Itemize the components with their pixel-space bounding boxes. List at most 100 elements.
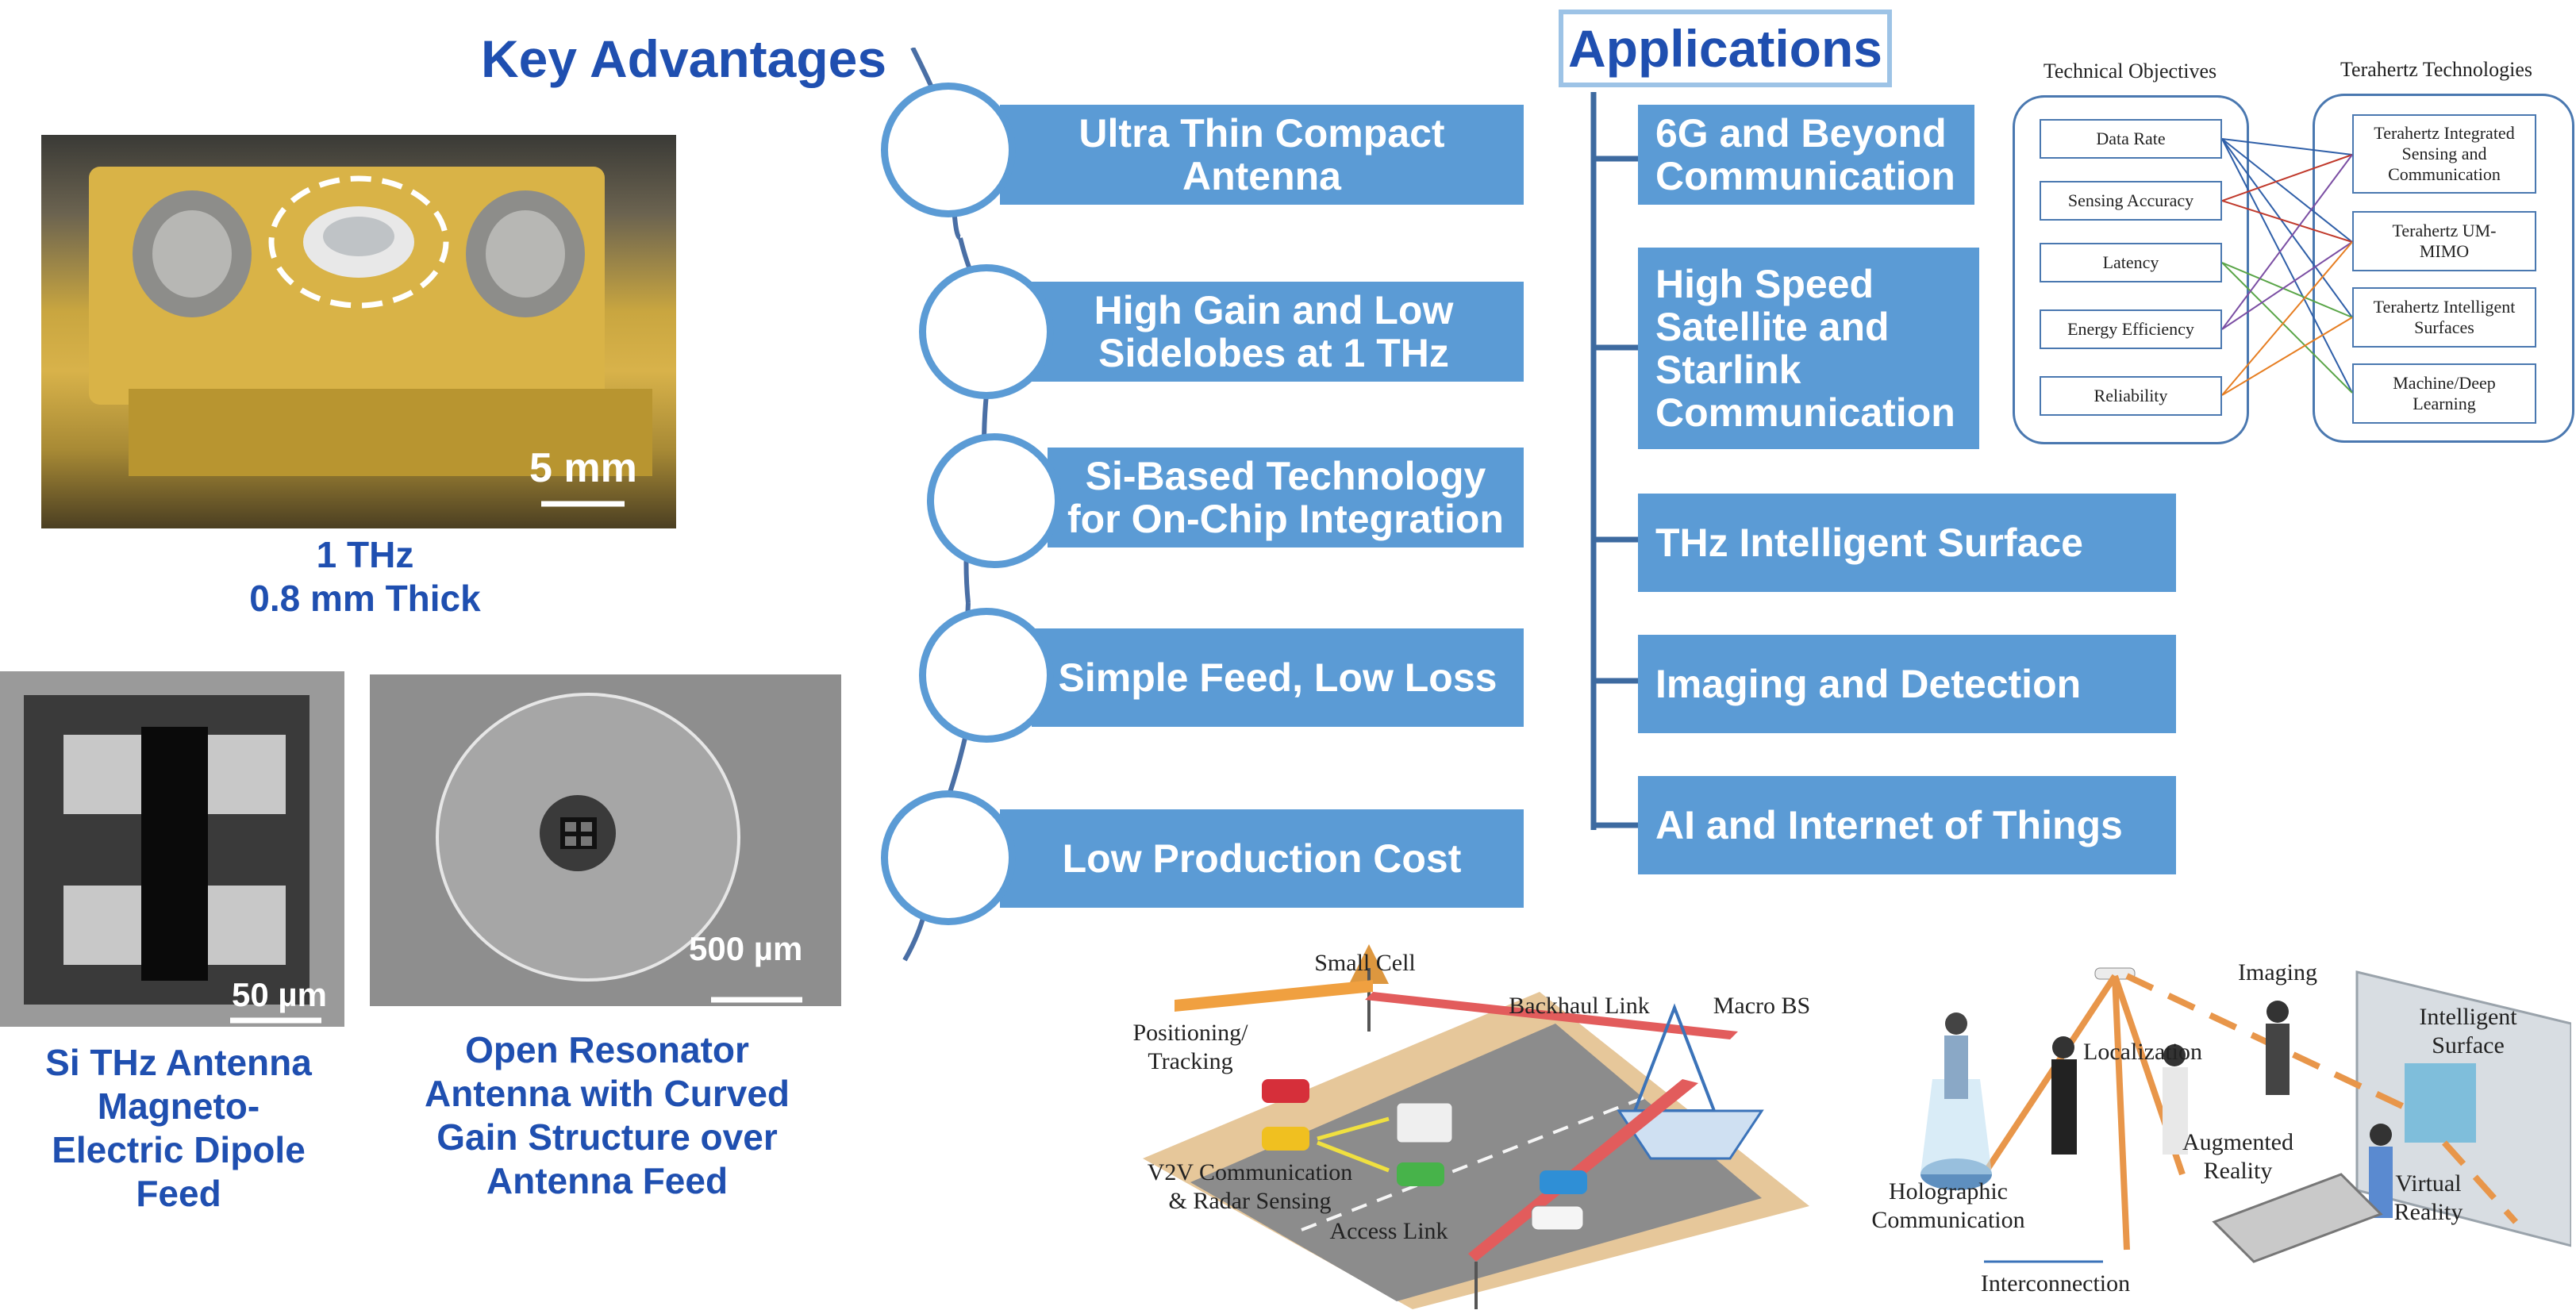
objectives-panel <box>2013 95 2249 444</box>
technology-line: Learning <box>2413 394 2476 413</box>
objective-box: Reliability <box>2040 376 2222 416</box>
application-line: High Speed <box>1655 262 1874 306</box>
advantage-bullet-circle <box>881 790 1016 925</box>
imaging-label: Imaging <box>2238 959 2317 986</box>
key-advantages-title: Key Advantages <box>481 29 887 88</box>
sem-resonator-image: 500 µm <box>370 674 841 1006</box>
technology-line: MIMO <box>2419 241 2470 261</box>
positioning-line: Positioning/ <box>1132 1020 1248 1046</box>
application-line: Imaging and Detection <box>1655 662 2082 706</box>
positioning-label: Positioning/ Tracking <box>1111 1019 1270 1076</box>
advantage-bullet-circle <box>927 433 1062 568</box>
advantage-line: Si-Based Technology <box>1085 454 1486 498</box>
augmented-line: Augmented <box>2182 1129 2293 1155</box>
scale-label: 5 mm <box>529 445 637 491</box>
advantage-item-low-cost: Low Production Cost <box>1000 809 1524 908</box>
caption-line: 0.8 mm Thick <box>249 578 481 619</box>
advantage-line: Antenna <box>1182 154 1341 198</box>
objective-box: Latency <box>2040 243 2222 282</box>
application-line: AI and Internet of Things <box>1655 803 2123 847</box>
v2v-label: V2V Communication & Radar Sensing <box>1119 1158 1381 1216</box>
caption-line: Si THz Antenna <box>45 1042 312 1083</box>
advantage-bullet-circle <box>919 608 1054 743</box>
objectives-technologies-links <box>2222 138 2353 396</box>
dipole-drawing <box>24 695 321 1024</box>
application-line: Starlink <box>1655 348 1801 392</box>
applications-tree-lines <box>1590 92 1641 830</box>
technologies-header: Terahertz Technologies <box>2340 58 2533 81</box>
augmented-line: Reality <box>2203 1158 2273 1184</box>
technology-line: Terahertz UM- <box>2392 221 2497 240</box>
v2v-line: V2V Communication <box>1147 1159 1353 1185</box>
v2v-line: & Radar Sensing <box>1168 1188 1332 1214</box>
positioning-line: Tracking <box>1148 1048 1233 1074</box>
technology-line: Sensing and <box>2401 144 2487 163</box>
application-line: Communication <box>1655 154 1955 198</box>
backhaul-link-label: Backhaul Link <box>1509 993 1650 1019</box>
objective-box: Sensing Accuracy <box>2040 181 2222 221</box>
antenna-photo: 5 mm <box>41 135 676 528</box>
technology-box: Terahertz UM-MIMO <box>2352 211 2536 271</box>
technology-line: Surfaces <box>2414 317 2474 337</box>
network-scene-illustration <box>1143 944 1809 1309</box>
applications-title: Applications <box>1567 19 1883 78</box>
surface-scene-illustration <box>1920 967 2571 1263</box>
holographic-line: Communication <box>1871 1207 2025 1233</box>
caption-line: Magneto- <box>97 1085 260 1127</box>
advantage-line: Sidelobes at 1 THz <box>1098 331 1449 375</box>
antenna-photo-caption: 1 THz 0.8 mm Thick <box>159 533 571 620</box>
application-line: THz Intelligent Surface <box>1655 521 2083 565</box>
advantage-item-simple-feed: Simple Feed, Low Loss <box>1032 628 1524 727</box>
caption-line: Gain Structure over <box>436 1116 778 1158</box>
technology-line: Machine/Deep <box>2393 373 2496 393</box>
advantage-line: High Gain and Low <box>1094 288 1454 332</box>
application-line: 6G and Beyond <box>1655 111 1947 156</box>
localization-label: Localization <box>2083 1039 2202 1065</box>
application-line: Satellite and <box>1655 305 1890 349</box>
scale-label: 50 µm <box>232 976 327 1013</box>
caption-line: 1 THz <box>316 534 414 575</box>
caption-line: Antenna with Curved <box>424 1073 790 1114</box>
caption-line: Antenna Feed <box>486 1160 729 1201</box>
advantage-line: Simple Feed, Low Loss <box>1058 655 1498 700</box>
objectives-header: Technical Objectives <box>2043 60 2217 83</box>
small-cell-label: Small Cell <box>1314 950 1416 976</box>
objective-box: Energy Efficiency <box>2040 309 2222 349</box>
resonator-drawing <box>436 693 802 1003</box>
objective-box: Data Rate <box>2040 119 2222 159</box>
intelligent-line: Surface <box>2432 1032 2505 1058</box>
technology-line: Communication <box>2388 164 2501 184</box>
sem-dipole-image: 50 µm <box>0 671 344 1027</box>
virtual-line: Reality <box>2393 1199 2463 1225</box>
holographic-label: Holographic Communication <box>1849 1178 2047 1235</box>
application-line: Communication <box>1655 390 1955 435</box>
advantage-line: Ultra Thin Compact <box>1078 111 1445 156</box>
antenna-mount-drawing <box>89 167 652 507</box>
virtual-line: Virtual <box>2395 1170 2462 1197</box>
virtual-reality-label: Virtual Reality <box>2357 1170 2500 1227</box>
macro-bs-label: Macro BS <box>1713 993 1811 1019</box>
intelligent-surface-label: Intelligent Surface <box>2397 1003 2539 1060</box>
intelligent-line: Intelligent <box>2419 1004 2517 1030</box>
advantage-bullet-circle <box>919 264 1054 399</box>
access-link-label: Access Link <box>1329 1218 1448 1244</box>
caption-line: Electric Dipole <box>52 1129 306 1170</box>
advantage-line: Low Production Cost <box>1062 836 1462 881</box>
sem-resonator-caption: Open Resonator Antenna with Curved Gain … <box>373 1028 841 1203</box>
application-item-ai-iot: AI and Internet of Things <box>1638 776 2176 874</box>
applications-title-box: Applications <box>1559 10 1892 87</box>
advantage-bullet-circle <box>881 83 1016 217</box>
technology-line: Terahertz Intelligent <box>2373 297 2516 317</box>
holographic-line: Holographic <box>1889 1178 2008 1204</box>
augmented-reality-label: Augmented Reality <box>2159 1128 2317 1185</box>
caption-line: Open Resonator <box>465 1029 749 1070</box>
interconnection-label: Interconnection <box>1980 1270 2131 1297</box>
